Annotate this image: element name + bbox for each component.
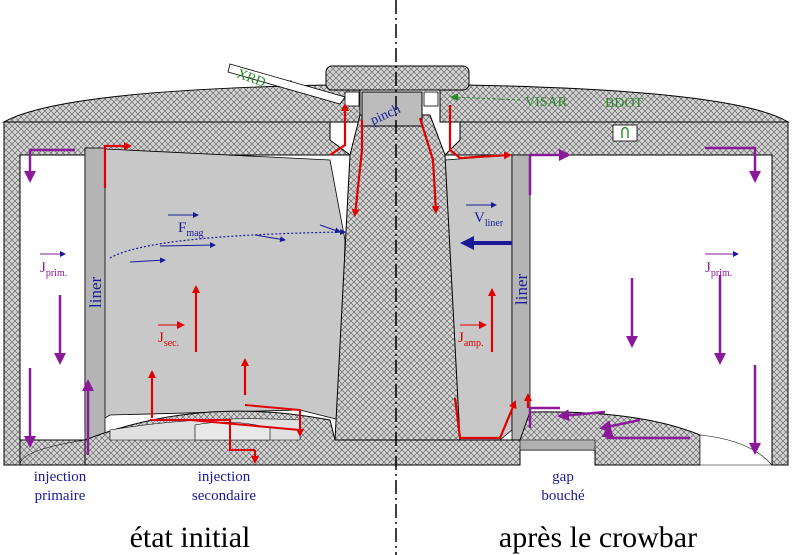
primary-current-paths — [24, 146, 761, 455]
liner-right-label: liner — [512, 274, 531, 305]
gap-line2: bouché — [541, 488, 585, 504]
gap-plug — [519, 439, 596, 451]
gap-line1: gap — [552, 469, 574, 485]
top-lid — [2, 65, 790, 466]
visar-sightline — [450, 93, 521, 102]
injection-primaire-line1: injection — [34, 469, 87, 485]
injection-primaire-line2: primaire — [35, 488, 86, 504]
jsec-label: Jsec. — [158, 330, 179, 349]
gas-region-left — [84, 147, 346, 431]
jprim-left-label: Jprim. — [40, 260, 67, 279]
force-arrows — [109, 224, 512, 264]
fmag-label: Fmag — [178, 220, 204, 239]
liner-left-label: liner — [86, 277, 105, 308]
current-paths-left — [103, 103, 364, 464]
after-crowbar-caption: après le crowbar — [499, 521, 697, 554]
vliner-label: Vliner — [474, 210, 504, 229]
jamp-label: Jamp. — [458, 330, 484, 349]
current-paths-right — [418, 105, 532, 440]
xrd-port — [344, 91, 360, 107]
visar-port — [423, 91, 439, 107]
vector-overbars — [40, 202, 739, 329]
jprim-right-label: Jprim. — [705, 260, 732, 279]
central-electrode — [334, 91, 461, 441]
state-initial-caption: état initial — [130, 521, 251, 554]
xrd-tube — [227, 63, 346, 105]
visar-label: VISAR — [525, 95, 568, 110]
pinch-region — [361, 91, 423, 127]
bdot-probe — [612, 124, 638, 142]
injection-secondaire-line1: injection — [198, 469, 251, 485]
bdot-label: BDOT — [605, 96, 644, 111]
injection-secondaire-line2: secondaire — [192, 488, 256, 504]
